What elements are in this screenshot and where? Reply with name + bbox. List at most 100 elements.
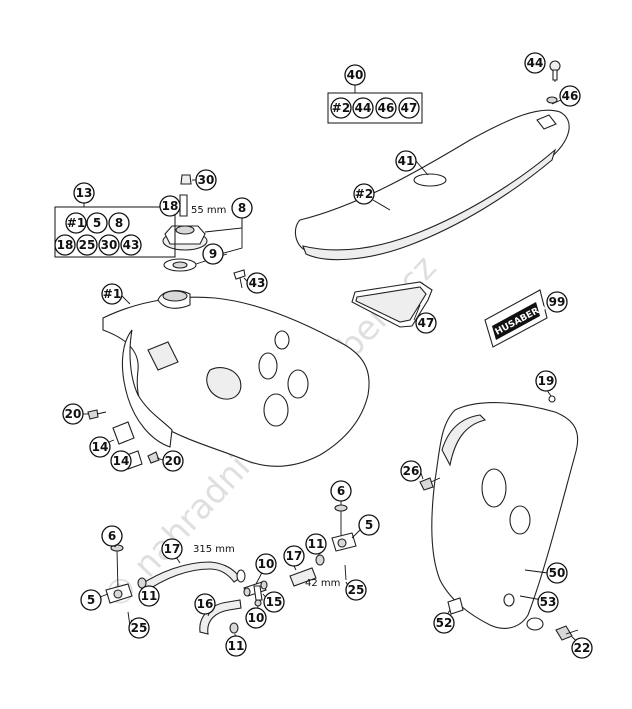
svg-text:22: 22: [574, 641, 591, 655]
svg-text:5: 5: [365, 518, 373, 532]
husaberg-decal: HUSABERG: [484, 289, 548, 348]
screw-19-part: [548, 395, 556, 403]
svg-text:20: 20: [165, 454, 182, 468]
callout-tank-1: #1: [101, 283, 123, 305]
svg-text:19: 19: [538, 374, 555, 388]
callout-44: 44: [524, 52, 546, 74]
svg-text:5: 5: [87, 593, 95, 607]
callout-18: 18: [159, 195, 181, 217]
svg-text:26: 26: [403, 464, 420, 478]
callout-group-40-44: 44: [352, 97, 374, 119]
svg-text:47: 47: [418, 316, 435, 330]
callout-40: 40: [344, 64, 366, 86]
callout-group-13-25: 25: [76, 234, 98, 256]
svg-text:44: 44: [355, 101, 372, 115]
svg-text:40: 40: [347, 68, 364, 82]
callout-group-13-5: 5: [86, 212, 108, 234]
washer-46-part: [546, 96, 558, 104]
callout-41: 41: [395, 150, 417, 172]
svg-text:5: 5: [93, 216, 101, 230]
cap-gasket-part: [163, 258, 197, 272]
callout-group-13-18: 18: [54, 234, 76, 256]
callout-14a: 14: [89, 436, 111, 458]
callout-group-40-2: #2: [330, 97, 352, 119]
svg-text:13: 13: [76, 186, 93, 200]
callout-5a: 5: [80, 589, 102, 611]
callout-53: 53: [537, 591, 559, 613]
callout-group-13-1: #1: [65, 212, 87, 234]
screw-22-part: [555, 625, 579, 641]
callout-5b: 5: [358, 514, 380, 536]
svg-text:17: 17: [286, 549, 303, 563]
clamp-11c-part: [315, 554, 325, 566]
svg-text:10: 10: [248, 611, 265, 625]
callout-group-40-47: 47: [398, 97, 420, 119]
svg-text:#1: #1: [67, 216, 85, 230]
callout-6b: 6: [330, 480, 352, 502]
callout-group-13-43: 43: [120, 234, 142, 256]
callout-group-13-30: 30: [98, 234, 120, 256]
callout-6a: 6: [101, 525, 123, 547]
callout-11b: 11: [305, 533, 327, 555]
svg-text:53: 53: [540, 595, 557, 609]
callout-11d: 11: [225, 635, 247, 657]
svg-text:14: 14: [92, 440, 109, 454]
svg-text:#2: #2: [332, 101, 350, 115]
callout-group-13-8: 8: [108, 212, 130, 234]
svg-text:43: 43: [249, 276, 266, 290]
svg-text:15: 15: [266, 595, 283, 609]
svg-text:20: 20: [65, 407, 82, 421]
svg-text:9: 9: [209, 247, 217, 261]
svg-text:99: 99: [549, 295, 566, 309]
svg-text:41: 41: [398, 154, 415, 168]
callout-15: 15: [263, 591, 285, 613]
screw-26-part: [419, 477, 441, 491]
grommet-53-part: [526, 617, 544, 631]
bushing-52-part: [447, 597, 464, 615]
svg-text:43: 43: [123, 238, 140, 252]
screw-20a-part: [87, 409, 107, 420]
group-box-13: [54, 206, 176, 258]
svg-text:18: 18: [162, 199, 179, 213]
dimension-42mm: 42 mm: [305, 578, 340, 589]
callout-52: 52: [433, 612, 455, 634]
svg-text:11: 11: [308, 537, 325, 551]
callout-11a: 11: [138, 585, 160, 607]
callout-20a: 20: [62, 403, 84, 425]
callout-25a: 25: [128, 617, 150, 639]
dimension-55mm: 55 mm: [191, 205, 226, 216]
callout-26: 26: [400, 460, 422, 482]
callout-19: 19: [535, 370, 557, 392]
svg-text:25: 25: [348, 583, 365, 597]
callout-13: 13: [73, 182, 95, 204]
group-box-40: [327, 92, 423, 124]
svg-text:47: 47: [401, 101, 418, 115]
callout-43: 43: [246, 272, 268, 294]
hose-17a-part: [139, 561, 246, 593]
callout-20b: 20: [162, 450, 184, 472]
svg-text:8: 8: [238, 201, 246, 215]
callout-46: 46: [559, 85, 581, 107]
svg-text:46: 46: [562, 89, 579, 103]
screw-20b-part: [147, 451, 160, 464]
hose-17b-part: [289, 567, 317, 587]
callout-8: 8: [231, 197, 253, 219]
svg-text:11: 11: [228, 639, 245, 653]
seat-cover-part: [351, 281, 433, 328]
svg-text:#2: #2: [355, 187, 373, 201]
callout-50: 50: [546, 562, 568, 584]
callout-17b: 17: [283, 545, 305, 567]
callout-14b: 14: [110, 450, 132, 472]
svg-text:46: 46: [378, 101, 395, 115]
fuel-tank-part: [102, 290, 370, 467]
dimension-315mm: 315 mm: [193, 544, 235, 555]
callout-17a: 17: [161, 538, 183, 560]
svg-text:16: 16: [197, 597, 214, 611]
svg-text:6: 6: [108, 529, 116, 543]
callout-seat-2: #2: [353, 183, 375, 205]
svg-text:8: 8: [115, 216, 123, 230]
svg-text:17: 17: [164, 542, 181, 556]
callout-9: 9: [202, 243, 224, 265]
callout-10b: 10: [245, 607, 267, 629]
